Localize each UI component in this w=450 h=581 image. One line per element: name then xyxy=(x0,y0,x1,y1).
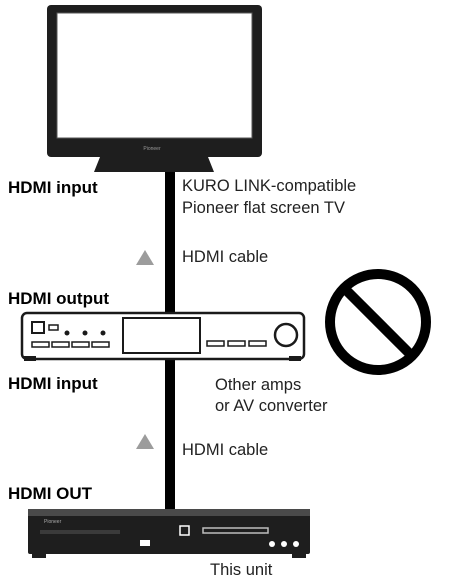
amp-output-port-label: HDMI output xyxy=(8,289,110,308)
flat-screen-tv: Pioneer xyxy=(47,5,262,172)
up-arrow-icon xyxy=(136,250,154,265)
unit-name-label: This unit xyxy=(210,561,273,579)
amp-name-line1: Other amps xyxy=(215,376,302,394)
tv-brand-mark: Pioneer xyxy=(143,146,161,152)
unit-port-label: HDMI OUT xyxy=(8,484,93,503)
av-amplifier xyxy=(20,311,306,361)
upper-cable-label: HDMI cable xyxy=(182,248,269,266)
tv-name-line2: Pioneer flat screen TV xyxy=(182,199,345,217)
prohibited-icon xyxy=(325,269,431,375)
up-arrow-icon xyxy=(136,434,154,449)
tv-screen xyxy=(56,12,253,139)
lower-cable-label: HDMI cable xyxy=(182,441,269,459)
tv-stand xyxy=(94,157,214,172)
tv-port-label: HDMI input xyxy=(8,178,98,197)
volume-knob xyxy=(273,322,299,348)
tv-name-line1: KURO LINK-compatible xyxy=(182,177,357,195)
unit-brand-mark: Pioneer xyxy=(44,519,62,525)
amp-input-port-label: HDMI input xyxy=(8,374,98,393)
this-unit-player: Pioneer xyxy=(28,509,310,558)
amp-name-line2: or AV converter xyxy=(215,397,328,415)
